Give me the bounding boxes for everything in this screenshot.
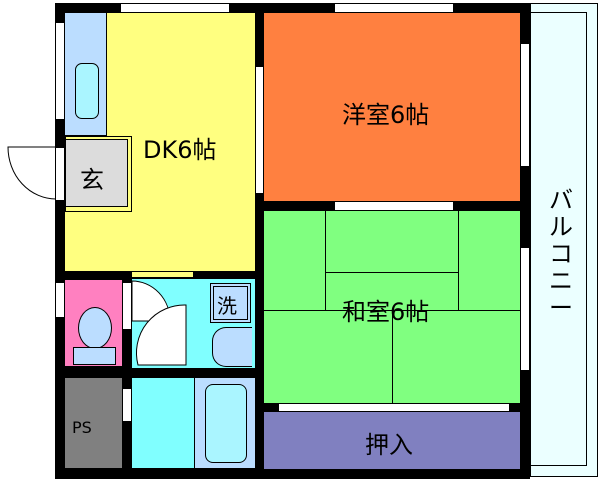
door-swing-icon [132, 280, 187, 366]
window-dk-top[interactable] [120, 3, 230, 13]
window-toilet-inner[interactable] [122, 282, 132, 330]
room-toilet [65, 280, 122, 366]
room-ps [65, 378, 122, 468]
room-japanese-label: 和室6帖 [342, 298, 430, 326]
room-dk-label: DK6帖 [143, 136, 217, 164]
room-closet [264, 412, 520, 469]
window-western-right[interactable] [520, 43, 530, 167]
balcony: バルコニー [530, 3, 598, 477]
window-japanese-right[interactable] [520, 247, 530, 371]
window-western-mid[interactable] [334, 201, 454, 211]
room-washroom: 洗 [132, 272, 255, 368]
door-swing-icon [7, 146, 56, 200]
room-western-label: 洋室6帖 [342, 101, 430, 129]
window-western-top[interactable] [334, 3, 454, 13]
room-bath-entry [132, 378, 194, 468]
room-western [264, 13, 520, 201]
window-toilet[interactable] [55, 282, 65, 318]
room-closet-label: 押入 [365, 431, 413, 459]
ps-label: PS [72, 418, 92, 437]
entrance-door[interactable] [55, 147, 65, 201]
toilet-icon [78, 307, 112, 349]
entrance: 玄 [65, 136, 132, 212]
balcony-label: バルコニー [549, 186, 573, 322]
basin-icon [212, 327, 252, 367]
window-bath[interactable] [122, 388, 132, 422]
room-bath [194, 378, 255, 468]
window-left-storage[interactable] [55, 22, 65, 120]
washer-label: 洗 [217, 294, 237, 318]
storage-strip [65, 13, 107, 136]
entrance-label: 玄 [80, 166, 104, 194]
washer: 洗 [210, 283, 251, 323]
sink-icon [75, 63, 99, 119]
closet-sliding-door[interactable] [278, 403, 510, 412]
window-dk-right[interactable] [255, 66, 264, 194]
room-japanese [264, 211, 520, 403]
bathtub-icon [205, 384, 247, 463]
